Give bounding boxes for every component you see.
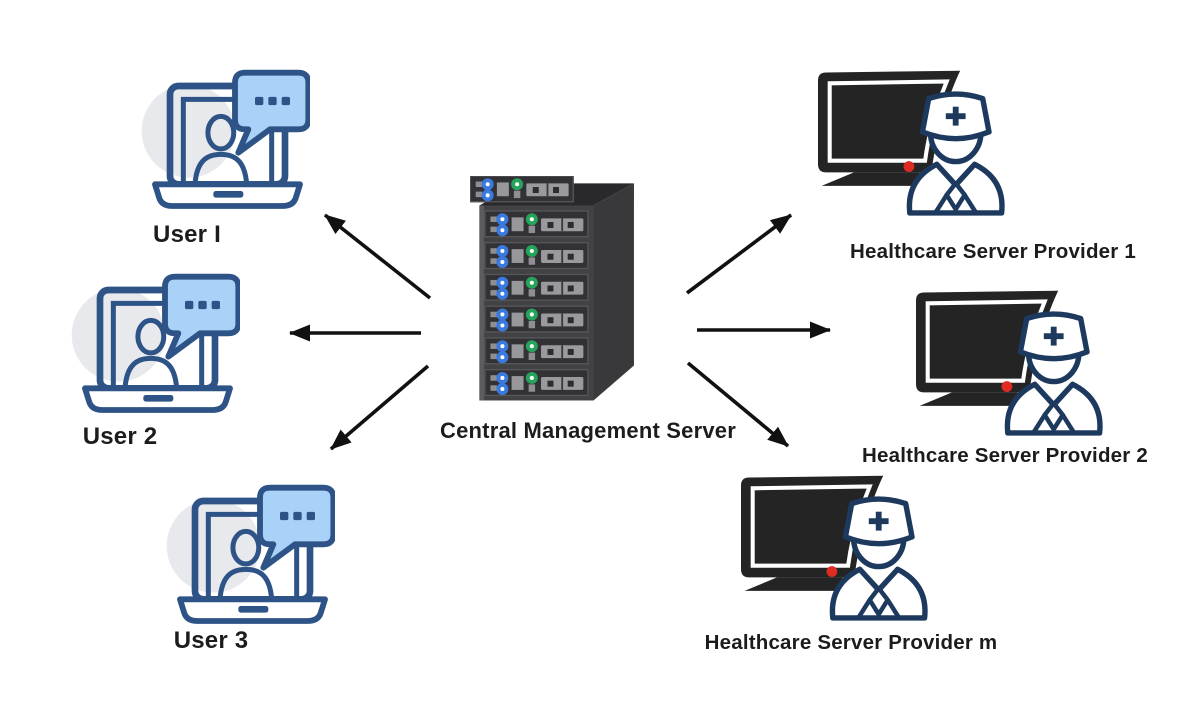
node-central-management-server [470,176,636,406]
arrow-central-to-provider-m [686,361,790,448]
arrow-central-to-provider-1 [685,213,793,295]
node-user-2 [65,270,240,420]
node-provider-2 [898,288,1105,441]
arrow-central-to-user-1 [323,213,432,300]
provider-2-label: Healthcare Server Provider 2 [862,444,1148,467]
laptop-video-chat-icon [160,481,335,631]
laptop-video-chat-icon [65,270,240,420]
server-rack-icon [470,176,636,406]
user-1-label: User I [153,221,221,248]
provider-1-label: Healthcare Server Provider 1 [850,240,1136,263]
laptop-video-chat-icon [135,66,310,216]
monitor-medic-icon [723,473,930,626]
arrow-central-to-user-3 [329,364,430,451]
monitor-medic-icon [898,288,1105,441]
monitor-medic-icon [800,68,1007,221]
node-user-1 [135,66,310,216]
node-provider-m [723,473,930,626]
central-server-label: Central Management Server [440,418,736,443]
user-3-label: User 3 [173,627,249,654]
node-user-3 [160,481,335,631]
provider-m-label: Healthcare Server Provider m [704,631,998,654]
user-2-label: User 2 [82,423,158,450]
node-provider-1 [800,68,1007,221]
